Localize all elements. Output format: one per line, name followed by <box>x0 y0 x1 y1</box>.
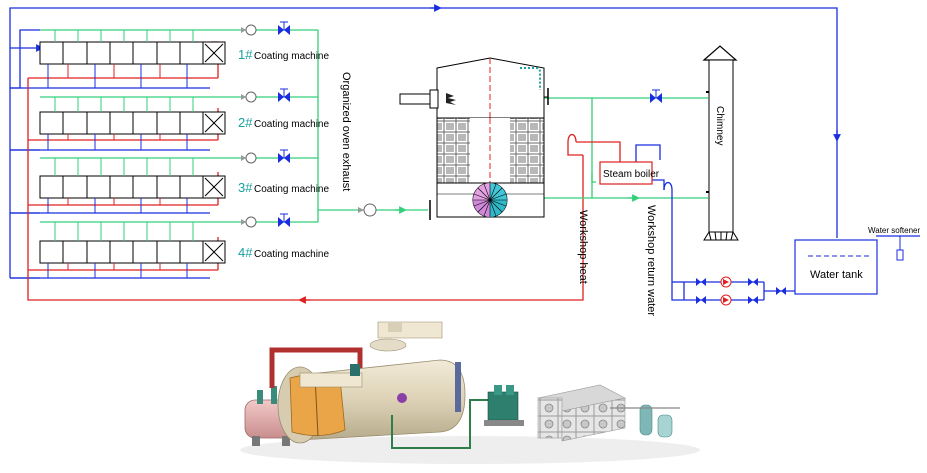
machine-3-label: Coating machine <box>254 184 329 195</box>
softener-cylinders-3d <box>610 404 680 438</box>
machine-port-arrows <box>47 30 194 278</box>
machine-1-label: Coating machine <box>254 51 329 62</box>
blue-supply-top-pipe <box>9 7 838 278</box>
pump-icon[interactable] <box>720 294 732 306</box>
valve-icon[interactable] <box>650 89 662 103</box>
steam-boiler-label: Steam boiler <box>603 169 660 180</box>
workshop-heat-label: Workshop heat <box>577 210 589 284</box>
steam-boiler[interactable]: Steam boiler <box>599 161 660 185</box>
heat-exchanger-unit[interactable] <box>399 57 549 220</box>
pump-group <box>696 276 786 306</box>
pipe-network <box>9 4 920 304</box>
coating-machine-3[interactable] <box>39 175 226 199</box>
pump-skid-3d <box>484 385 524 426</box>
coating-machine-group: 1# Coating machine 2# Coating machine 3#… <box>39 30 329 278</box>
fan-icon[interactable] <box>241 91 257 103</box>
burner-flame-icon <box>399 89 456 109</box>
spiral-heat-exchanger-icon <box>472 182 508 218</box>
fan-icon[interactable] <box>241 216 257 228</box>
water-tank-3d <box>537 384 626 442</box>
valve-icon[interactable] <box>278 149 290 163</box>
valve-icon[interactable] <box>278 88 290 102</box>
machine-1-number: 1# <box>238 47 253 62</box>
valve-icon[interactable] <box>278 21 290 35</box>
chimney-label: Chimney <box>714 106 725 145</box>
workshop-return-water-label: Workshop return water <box>645 205 657 316</box>
water-softener[interactable]: Water softener <box>868 226 921 261</box>
machine-4-number: 4# <box>238 245 253 260</box>
machine-4-label: Coating machine <box>254 249 329 260</box>
fan-icon[interactable] <box>358 203 377 217</box>
chimney[interactable]: Chimney <box>702 45 739 241</box>
fan-icon[interactable] <box>241 152 257 164</box>
valve-icon[interactable] <box>278 213 290 227</box>
water-tank[interactable]: Water tank <box>794 239 878 295</box>
water-softener-label: Water softener <box>868 226 921 235</box>
boiler-cylinder-3d <box>277 321 466 444</box>
coating-machine-2[interactable] <box>39 111 226 135</box>
fan-valve-group <box>241 21 377 228</box>
fan-icon[interactable] <box>241 24 257 36</box>
organized-oven-exhaust-label: Organized oven exhaust <box>340 72 352 191</box>
machine-2-number: 2# <box>238 115 253 130</box>
coating-machine-1[interactable] <box>39 41 226 65</box>
machine-2-label: Coating machine <box>254 119 329 130</box>
water-tank-label: Water tank <box>810 269 863 281</box>
coating-machine-4[interactable] <box>39 240 226 264</box>
equipment-3d-illustration <box>240 321 700 464</box>
pump-icon[interactable] <box>720 276 732 288</box>
machine-3-number: 3# <box>238 180 253 195</box>
